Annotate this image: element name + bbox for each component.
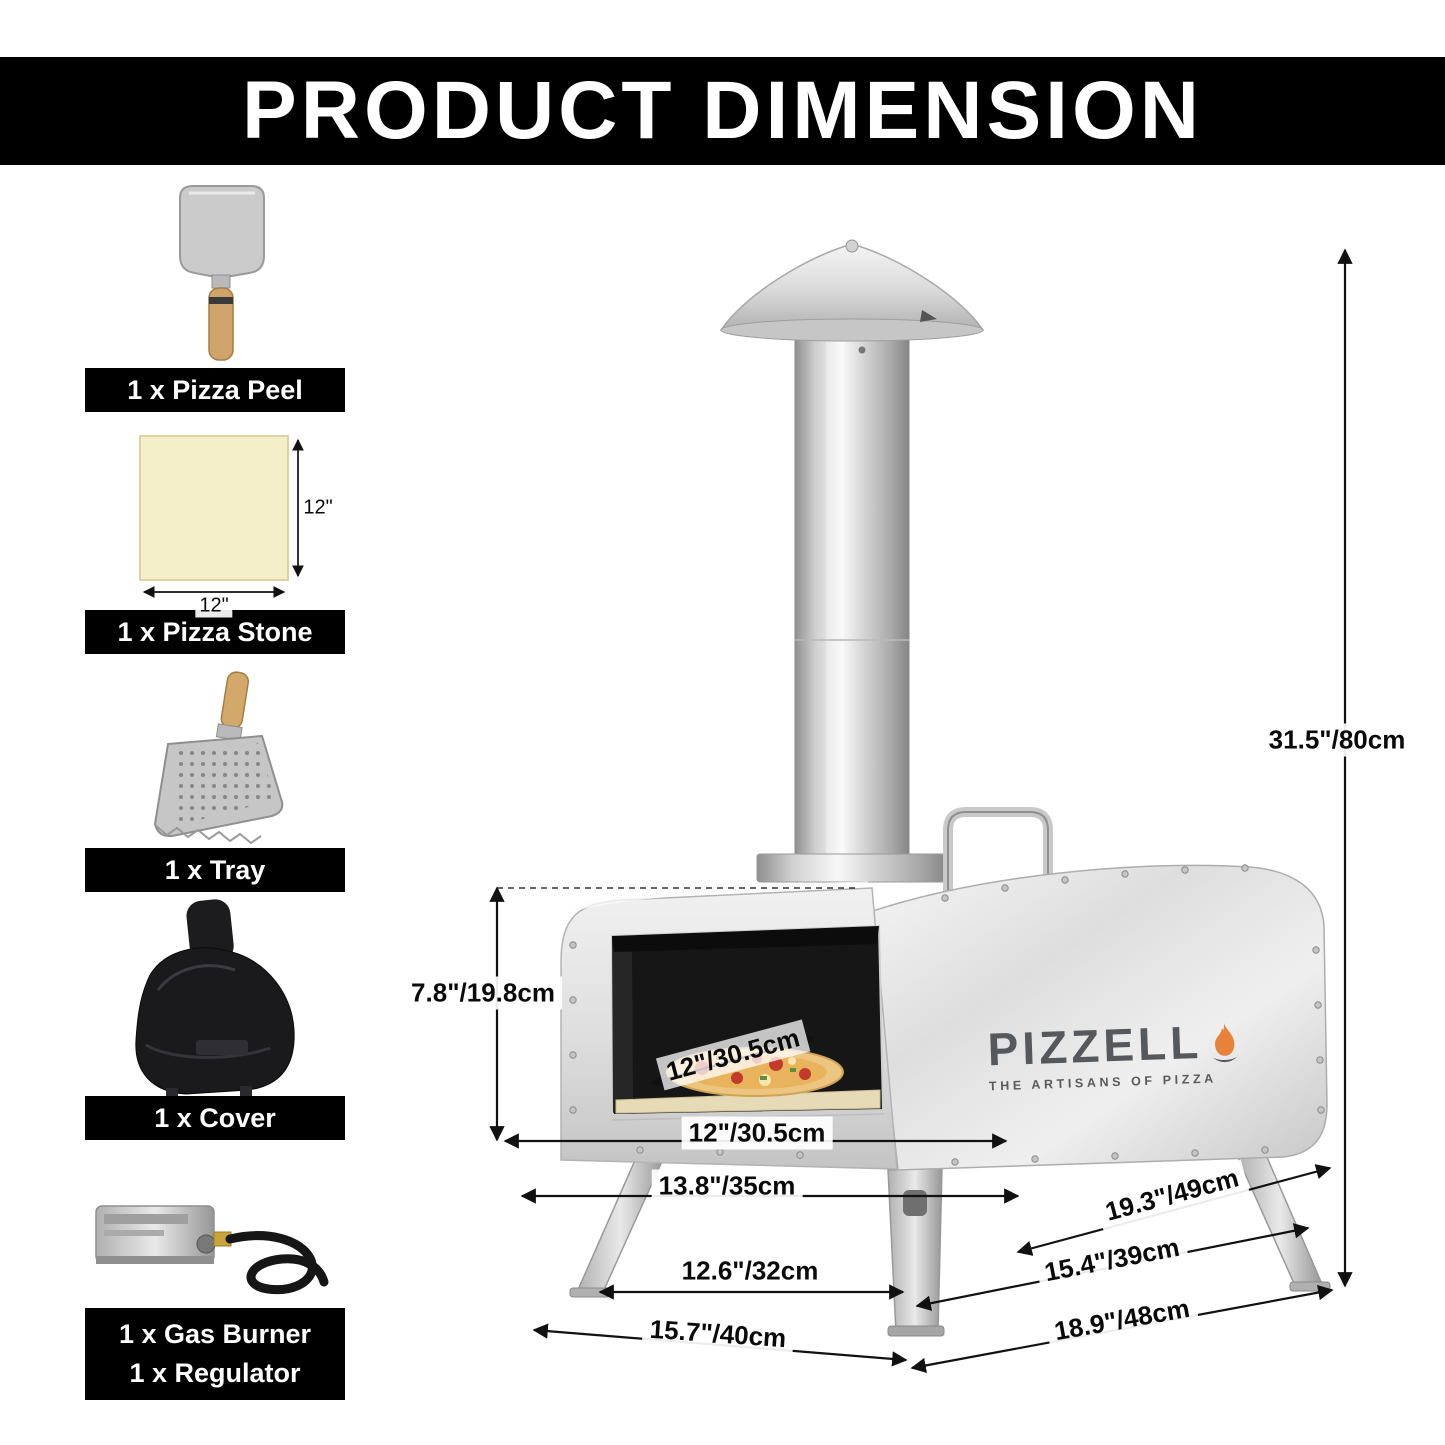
tray-image [153, 671, 284, 845]
accessory-label-cover: 1 x Cover [85, 1096, 345, 1140]
brand-flame-icon [1212, 1022, 1238, 1063]
accessory-label-pizza-stone-text: 1 x Pizza Stone [117, 616, 313, 647]
rivets [569, 864, 1325, 1166]
accessory-label-pizza-peel: 1 x Pizza Peel [85, 368, 345, 412]
dim-label-leg-span-front: 12.6"/32cm [674, 1254, 826, 1288]
brand-logo: PIZZELL THE ARTISANS OF PIZZA [986, 1015, 1243, 1093]
accessory-label-cover-text: 1 x Cover [154, 1102, 276, 1133]
dim-label-opening-height: 7.8"/19.8cm [404, 976, 562, 1010]
brand-logo-text: PIZZELL [986, 1015, 1204, 1076]
accessory-label-gas-burner-line2: 1 x Regulator [129, 1358, 301, 1388]
accessory-label-tray-text: 1 x Tray [164, 854, 266, 885]
accessory-label-tray: 1 x Tray [85, 848, 345, 892]
chimney-pipe [794, 317, 910, 879]
stone-width-label: 12" [195, 594, 233, 618]
oven-opening [610, 924, 885, 1117]
pizza-stone-image [139, 435, 304, 598]
chimney-collar [756, 853, 950, 883]
title-banner: PRODUCT DIMENSION [0, 57, 1445, 165]
accessory-label-gas-burner-line1: 1 x Gas Burner [118, 1318, 312, 1349]
cover-image [135, 899, 295, 1105]
dim-label-opening-width: 12"/30.5cm [681, 1116, 833, 1150]
pizza-peel-image [179, 185, 265, 361]
chimney-cap [719, 243, 985, 331]
stone-height-label: 12" [299, 496, 337, 520]
page-title: PRODUCT DIMENSION [242, 65, 1203, 156]
oven-side-panel [869, 864, 1328, 1171]
accessory-label-pizza-peel-text: 1 x Pizza Peel [127, 374, 303, 405]
gas-burner-image [95, 1205, 329, 1295]
dim-label-front-width: 13.8"/35cm [651, 1169, 803, 1203]
cap-mark [920, 310, 937, 322]
dim-label-total-height: 31.5"/80cm [1261, 723, 1413, 757]
accessory-label-gas-burner: 1 x Gas Burner 1 x Regulator [85, 1308, 345, 1400]
